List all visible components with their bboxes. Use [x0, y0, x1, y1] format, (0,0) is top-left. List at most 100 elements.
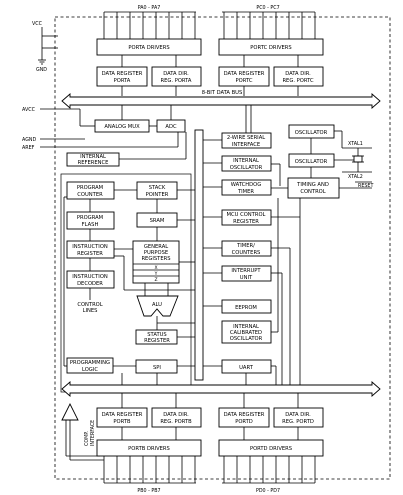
data-bus-top: [61, 93, 381, 109]
comparator-l1: COMP.: [84, 431, 90, 446]
mcu-control-l1: MCU CONTROL: [227, 212, 266, 218]
internal-oscillator-l2: OSCILLATOR: [230, 165, 263, 171]
reset-pin-label: RESET: [358, 183, 373, 189]
pd-pins-label: PD0 - PD7: [256, 488, 280, 494]
internal-reference-l2: REFERENCE: [78, 160, 109, 166]
watchdog-l2: TIMER: [237, 189, 254, 195]
instruction-decoder-l1: INSTRUCTION: [72, 274, 108, 280]
control-lines-l1: CONTROL: [77, 302, 102, 308]
sram-label: SRAM: [150, 218, 165, 224]
eeprom: [221, 299, 272, 314]
data-register-porta-l2: PORTA: [114, 78, 131, 84]
ground-icon: [38, 59, 46, 65]
control-lines-l2: LINES: [83, 308, 98, 314]
data-register-portd-l1: DATA REGISTER: [224, 412, 265, 418]
pc-pins-label: PC0 - PC7: [256, 5, 279, 11]
timers-l1: TIMER/: [236, 243, 255, 249]
int-cal-osc-l3: OSCILLATOR: [230, 336, 263, 342]
cpu-wiring: [63, 189, 195, 367]
programming-logic-l2: LOGIC: [82, 367, 98, 373]
portb-drivers: [96, 439, 202, 457]
portd-drivers: [218, 439, 324, 457]
analog-mux-label: ANALOG MUX: [104, 124, 140, 130]
stack-pointer-l2: POINTER: [146, 192, 169, 198]
data-dir-reg-portb-l1: DATA DIR.: [163, 412, 189, 418]
instruction-register: [66, 240, 115, 259]
instruction-decoder-l2: DECODER: [77, 281, 103, 287]
internal-reference-l1: INTERNAL: [80, 154, 106, 160]
instruction-register-l2: REGISTER: [77, 251, 103, 257]
data-register-portb-l2: PORTB: [113, 419, 131, 425]
data-dir-reg-portc: [273, 66, 324, 87]
uart-label: UART: [239, 365, 254, 371]
gnd-pin-label: GND: [36, 67, 47, 73]
alu-label: ALU: [152, 302, 162, 308]
data-dir-reg-portd: [273, 407, 324, 428]
port-reg-links-bottom: [121, 427, 299, 440]
data-register-porta-l1: DATA REGISTER: [102, 71, 143, 77]
program-flash: [66, 211, 115, 230]
data-register-portd-l2: PORTD: [235, 419, 253, 425]
port-reg-links-top: [121, 55, 299, 96]
program-counter-l2: COUNTER: [77, 192, 103, 198]
program-flash-l2: FLASH: [82, 222, 99, 228]
data-dir-reg-portd-l2: REG. PORTD: [282, 419, 314, 425]
data-dir-reg-portc-l2: REG. PORTC: [282, 78, 314, 84]
oscillator-top: [288, 124, 335, 139]
avcc-pin-label: AVCC: [22, 107, 36, 113]
data-bus-bottom: [61, 381, 381, 397]
interrupt-l2: UNIT: [240, 275, 253, 281]
data-bus-label: 8-BIT DATA BUS: [202, 90, 243, 96]
porta-drivers: [96, 38, 202, 56]
internal-reference: [66, 152, 120, 167]
program-flash-l1: PROGRAM: [77, 215, 103, 221]
xtal1-pin-label: XTAL1: [348, 141, 363, 147]
reg-x: X: [154, 265, 157, 271]
pb-pins-label: PB0 - PB7: [137, 488, 160, 494]
interrupt-unit: [221, 265, 272, 282]
int-cal-osc-l2: CALIBRATED: [230, 330, 262, 336]
alu: [136, 295, 179, 317]
porta-drivers-label: PORTA DRIVERS: [128, 45, 169, 51]
portd-pin-ticks: [222, 456, 316, 484]
spi-label: SPI: [153, 365, 161, 371]
bottom-bus-drops: [121, 373, 299, 408]
data-register-portc-l2: PORTC: [236, 78, 253, 84]
timing-control-l2: CONTROL: [300, 189, 325, 195]
programming-logic: [66, 357, 114, 374]
oscillator-mid: [288, 153, 335, 168]
internal-bus-vertical: [194, 129, 204, 381]
oscillator-mid-label: OSCILLATOR: [295, 159, 328, 165]
timing-control-l1: TIMING AND: [296, 182, 329, 188]
reg-z: Z: [154, 277, 157, 283]
gp-registers-l3: REGISTERS: [141, 256, 170, 262]
watchdog-timer: [221, 179, 272, 196]
right-bus-links: [203, 139, 301, 385]
data-dir-reg-portc-l1: DATA DIR.: [285, 71, 311, 77]
timer-counters: [221, 240, 272, 257]
programming-logic-l1: PROGRAMMING: [70, 360, 110, 366]
portc-drivers-label: PORTC DRIVERS: [250, 45, 291, 51]
int-cal-osc-l1: INTERNAL: [233, 324, 259, 330]
instruction-register-l1: INSTRUCTION: [72, 244, 108, 250]
crystal-icon: [352, 148, 364, 172]
stack-pointer-l1: STACK: [149, 185, 166, 191]
portb-pin-ticks: [103, 456, 196, 484]
instruction-decoder: [66, 270, 115, 289]
xtal2-pin-label: XTAL2: [348, 174, 363, 180]
interrupt-l1: INTERRUPT: [231, 268, 261, 274]
status-register-l1: STATUS: [147, 332, 166, 338]
adc-label: ADC: [165, 124, 177, 130]
timers-l2: COUNTERS: [232, 250, 261, 256]
mcu-control-register: [221, 209, 272, 226]
portb-drivers-label: PORTB DRIVERS: [128, 446, 170, 452]
mcu-control-l2: REGISTER: [233, 219, 259, 225]
uart: [221, 359, 272, 374]
data-dir-reg-porta: [151, 66, 202, 87]
internal-oscillator: [221, 155, 272, 172]
comparator-l2: INTERFACE: [90, 420, 96, 446]
data-dir-reg-porta-l1: DATA DIR.: [163, 71, 189, 77]
aref-pin-label: AREF: [22, 145, 35, 151]
porta-pin-ticks: [103, 12, 196, 39]
